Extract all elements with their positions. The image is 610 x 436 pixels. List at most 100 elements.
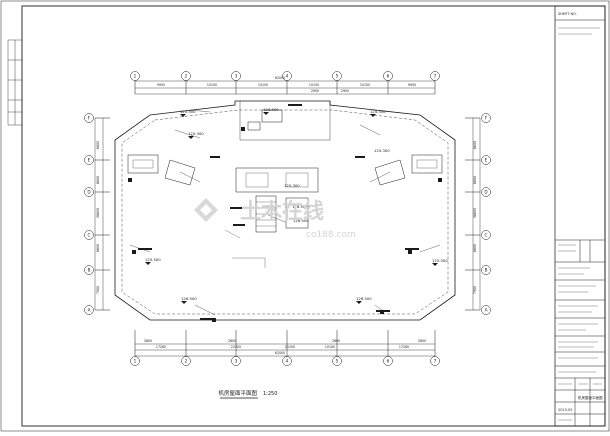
binding-strip	[7, 39, 22, 126]
svg-text:1: 1	[134, 74, 137, 79]
axis-bubble: 1	[130, 330, 140, 366]
callout-tags	[128, 104, 442, 322]
axis-bubble: A	[84, 305, 110, 315]
watermark-site: co188.com	[306, 230, 356, 240]
svg-text:F: F	[88, 116, 91, 121]
svg-text:62000: 62000	[275, 76, 285, 80]
svg-text:7: 7	[434, 74, 437, 79]
elevation-label: 125.500	[370, 109, 386, 114]
drawing-scale: 1:250	[263, 391, 277, 397]
svg-text:C: C	[485, 233, 488, 238]
drawing-title-block: 机房屋面平面图 1:250	[218, 389, 277, 399]
elevation-triangles	[145, 112, 438, 304]
axis-bubble: D	[84, 187, 110, 197]
svg-text:2: 2	[185, 359, 188, 364]
watermark-brand: 土木在线	[240, 199, 324, 223]
axis-bubble: E	[84, 155, 110, 165]
svg-text:D: D	[87, 190, 90, 195]
svg-text:6: 6	[387, 359, 390, 364]
elevation-label: 126.500	[263, 107, 279, 112]
axis-bubble: C	[84, 230, 110, 240]
axis-bubble: 7	[430, 71, 440, 94]
svg-text:36650: 36650	[473, 208, 477, 218]
axis-bubble: F	[84, 113, 110, 123]
svg-text:7: 7	[434, 359, 437, 364]
svg-text:1: 1	[134, 359, 137, 364]
axis-bubble: A	[465, 305, 491, 315]
svg-text:10150: 10150	[258, 83, 268, 87]
elevation-marks: 125.500 126.500 125.500 125.300 125.300 …	[145, 107, 448, 301]
svg-text:2: 2	[185, 74, 188, 79]
svg-text:E: E	[485, 158, 488, 163]
svg-text:6600: 6600	[473, 176, 477, 184]
svg-text:4: 4	[286, 74, 289, 79]
svg-text:C: C	[88, 233, 91, 238]
svg-text:B: B	[88, 268, 91, 273]
top-axis-bubbles: 1 2 3 4 5 6 7	[130, 71, 440, 94]
svg-text:A: A	[485, 308, 488, 313]
axis-bubble: E	[465, 155, 491, 165]
svg-text:6600: 6600	[96, 244, 100, 252]
svg-text:10150: 10150	[309, 83, 319, 87]
axis-bubble: F	[465, 113, 491, 123]
svg-text:4: 4	[286, 359, 289, 364]
title-block-tag: SHEET NO.	[558, 12, 577, 16]
svg-text:9950: 9950	[408, 83, 416, 87]
axis-bubble: 3	[231, 330, 241, 366]
axis-bubble: 6	[383, 71, 393, 94]
elevation-label: 126.500	[181, 296, 197, 301]
svg-text:9950: 9950	[157, 83, 165, 87]
title-block-sheet: 机房屋面平面图	[578, 395, 603, 400]
axis-bubble: B	[84, 265, 110, 275]
svg-text:6: 6	[387, 74, 390, 79]
svg-text:6600: 6600	[473, 244, 477, 252]
axis-bubble: 5	[332, 330, 342, 366]
svg-text:3: 3	[235, 359, 238, 364]
side-dimension-lines	[94, 118, 481, 310]
svg-text:11100: 11100	[285, 345, 295, 349]
axis-bubble: 7	[430, 330, 440, 366]
bottom-dimension-labels: 2800 2800 2800 2800 17260 22300 11100 10…	[144, 339, 426, 355]
svg-text:10100: 10100	[325, 345, 335, 349]
svg-text:2800: 2800	[418, 339, 426, 343]
watermark: 土木在线 co188.com	[194, 198, 356, 240]
svg-text:E: E	[88, 158, 91, 163]
svg-text:6600: 6600	[473, 141, 477, 149]
svg-text:10150: 10150	[360, 83, 370, 87]
axis-bubble: 6	[383, 330, 393, 366]
top-dimension-labels: 62000 9950 10150 10150 10150 10150 9950 …	[157, 76, 416, 93]
title-block-date: 2013.05	[558, 408, 572, 412]
elevation-label: 126.500	[356, 296, 372, 301]
elevation-label: 125.300	[374, 148, 390, 153]
svg-text:B: B	[485, 268, 488, 273]
svg-text:5: 5	[336, 359, 339, 364]
svg-text:10150: 10150	[207, 83, 217, 87]
svg-text:2800: 2800	[332, 339, 340, 343]
svg-text:F: F	[485, 116, 488, 121]
leader-lines	[129, 109, 441, 316]
svg-text:36650: 36650	[96, 208, 100, 218]
svg-text:17260: 17260	[399, 345, 409, 349]
drawing-title: 机房屋面平面图	[218, 389, 257, 397]
axis-bubble: C	[465, 230, 491, 240]
svg-text:3: 3	[235, 74, 238, 79]
top-dimension-lines	[135, 80, 435, 95]
svg-text:A: A	[88, 308, 91, 313]
svg-text:2900: 2900	[311, 89, 319, 93]
svg-text:D: D	[484, 190, 487, 195]
title-block: SHEET NO. 2013.05 机房屋面平面图	[554, 5, 606, 427]
axis-bubble: 2	[181, 330, 191, 366]
elevation-label: 126.500	[292, 204, 308, 209]
svg-text:7900: 7900	[96, 286, 100, 294]
side-dimension-labels: 6600 6600 36650 6600 7900 6600 6600 3665…	[96, 141, 477, 294]
roof-outline	[114, 100, 456, 321]
svg-text:6600: 6600	[96, 176, 100, 184]
svg-text:62000: 62000	[275, 351, 285, 355]
elevation-label: 125.300	[284, 183, 300, 188]
svg-text:2800: 2800	[144, 339, 152, 343]
axis-bubble: 1	[130, 71, 140, 94]
svg-text:17260: 17260	[156, 345, 166, 349]
